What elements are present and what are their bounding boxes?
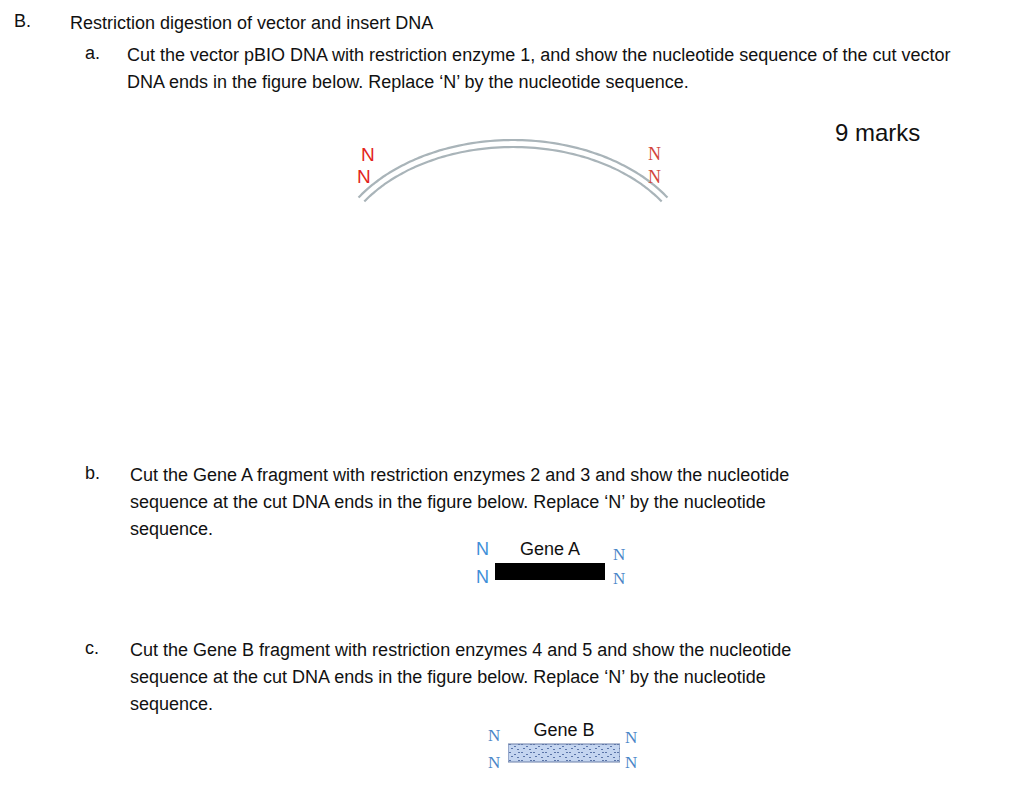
sticky-end-n: N — [625, 753, 637, 773]
gene-label: Gene A — [495, 538, 605, 560]
sticky-end-n: N — [648, 143, 661, 165]
dna-fragment-bar — [508, 743, 620, 765]
sticky-end-n: N — [476, 566, 489, 588]
sticky-end-n: N — [361, 143, 375, 166]
vector-strand — [358, 140, 667, 198]
section-letter: B. — [14, 10, 31, 32]
section-title: Restriction digestion of vector and inse… — [70, 10, 433, 37]
gene-label: Gene B — [508, 719, 620, 741]
dna-fragment-bar — [495, 562, 605, 583]
marks-note: 9 marks — [835, 118, 920, 147]
instruction-text: Cut the Gene A fragment with restriction… — [130, 462, 820, 543]
sticky-end-n: N — [476, 538, 489, 560]
instruction-text: Cut the vector pBIO DNA with restriction… — [127, 42, 957, 96]
gene-b-fragment: Gene B — [508, 719, 620, 765]
part-letter: b. — [85, 462, 100, 484]
sticky-end-n: N — [648, 166, 661, 188]
sticky-end-n: N — [625, 728, 637, 748]
part-letter: a. — [85, 42, 100, 64]
sticky-end-n: N — [357, 165, 371, 188]
sticky-end-n: N — [613, 545, 625, 565]
part-letter: c. — [85, 637, 99, 659]
sticky-end-n: N — [488, 753, 500, 773]
gene-a-fragment: Gene A — [495, 538, 605, 583]
instruction-text: Cut the Gene B fragment with restriction… — [130, 637, 850, 718]
vector-strand — [364, 147, 661, 201]
sticky-end-n: N — [488, 726, 500, 746]
sticky-end-n: N — [613, 569, 625, 589]
